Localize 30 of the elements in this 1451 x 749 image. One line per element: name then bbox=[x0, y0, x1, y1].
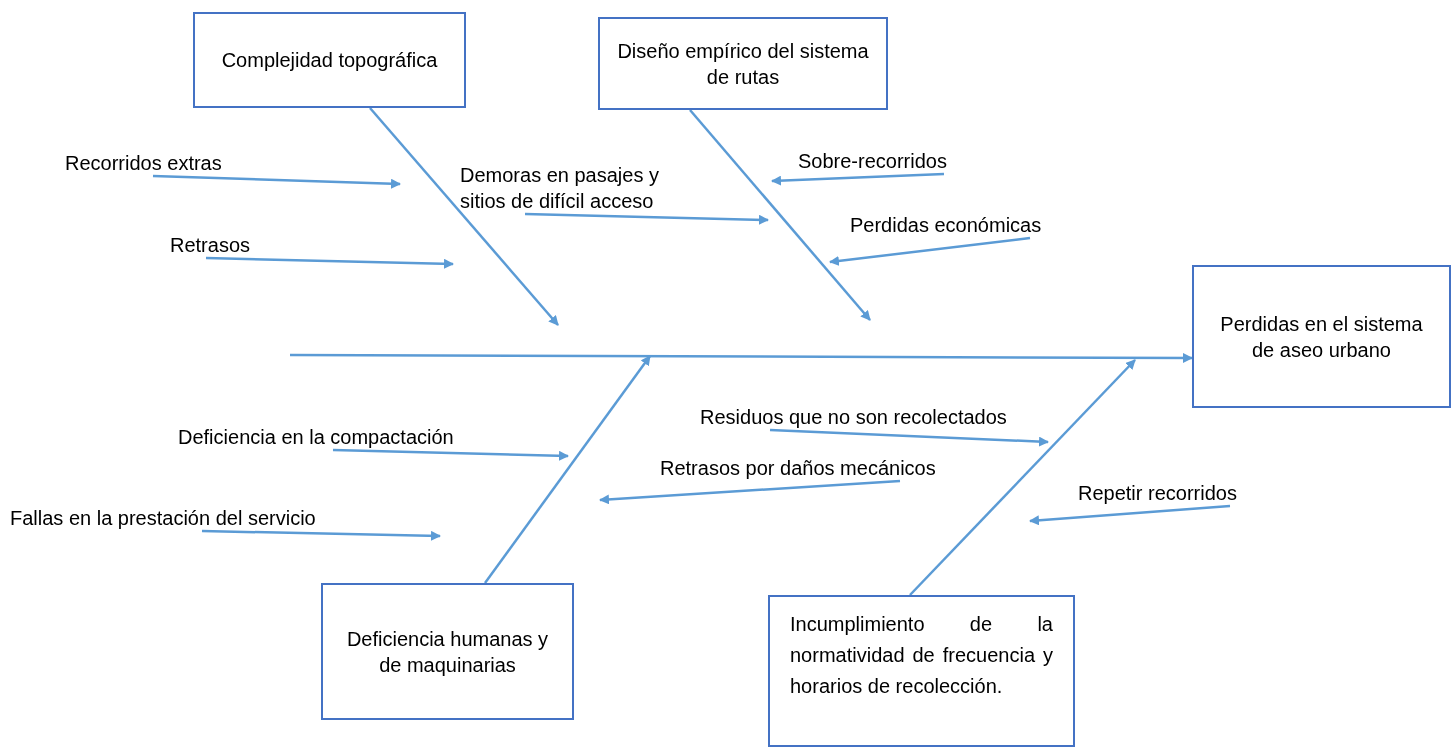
arrow bbox=[524, 212, 769, 225]
cause-label: Repetir recorridos bbox=[1078, 480, 1237, 506]
cause-box: Incumplimiento de la normatividad de frecuencia y horarios de recolección. bbox=[768, 595, 1075, 747]
arrow bbox=[829, 236, 1031, 266]
cause-label: Retrasos por daños mecánicos bbox=[660, 455, 936, 481]
cause-label: Fallas en la prestación del servicio bbox=[10, 505, 316, 531]
arrow bbox=[599, 479, 901, 505]
cause-label: Demoras en pasajes y sitios de difícil acceso bbox=[460, 162, 690, 214]
arrow bbox=[1029, 504, 1231, 526]
arrow bbox=[769, 428, 1049, 447]
cause-label: Recorridos extras bbox=[65, 150, 222, 176]
cause-box: Deficiencia humanas y de maquinarias bbox=[321, 583, 574, 720]
arrow bbox=[689, 109, 871, 321]
arrow bbox=[201, 529, 441, 541]
cause-label: Residuos que no son recolectados bbox=[700, 404, 1007, 430]
arrow bbox=[152, 174, 401, 189]
arrow bbox=[369, 107, 559, 326]
arrow bbox=[290, 352, 1193, 363]
arrow bbox=[909, 359, 1136, 596]
arrow bbox=[771, 172, 945, 186]
arrow bbox=[332, 448, 569, 461]
cause-box: Complejidad topográfica bbox=[193, 12, 466, 108]
arrow bbox=[205, 256, 454, 269]
arrow bbox=[484, 355, 651, 584]
cause-label: Sobre-recorridos bbox=[798, 148, 947, 174]
cause-label: Perdidas económicas bbox=[850, 212, 1042, 238]
cause-label: Retrasos bbox=[170, 232, 251, 258]
effect-box: Perdidas en el sistema de aseo urbano bbox=[1192, 265, 1451, 408]
cause-label: Deficiencia en la compactación bbox=[178, 424, 454, 450]
cause-box: Diseño empírico del sistema de rutas bbox=[598, 17, 888, 110]
